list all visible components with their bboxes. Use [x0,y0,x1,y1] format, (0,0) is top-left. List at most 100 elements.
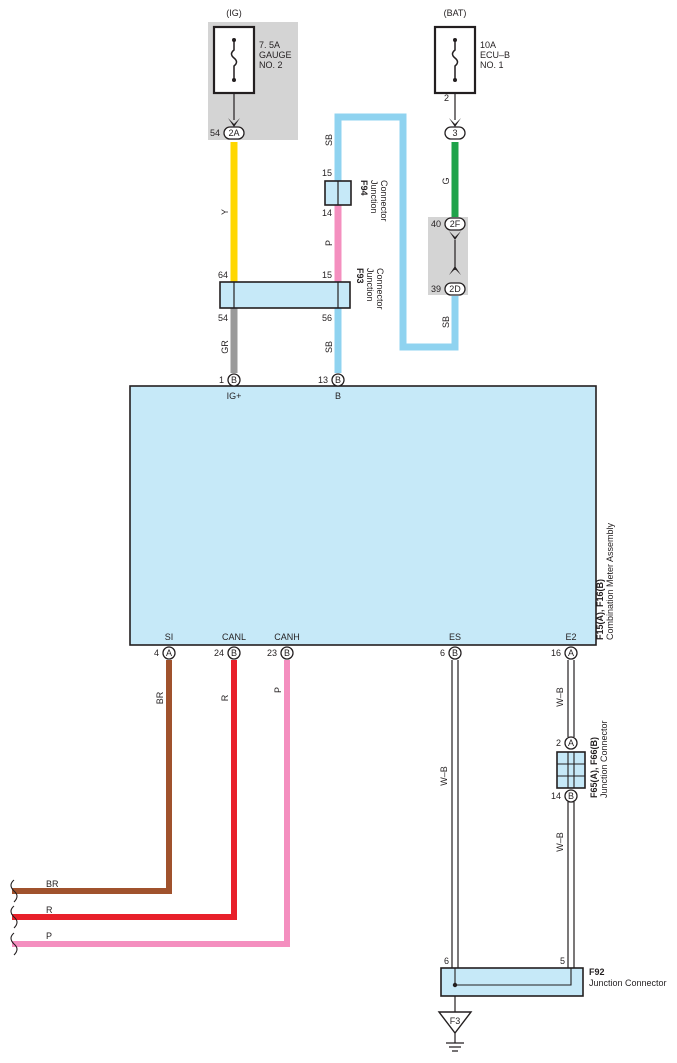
f94-code: F94 [359,180,369,196]
wire-y-label: Y [220,209,230,215]
f65-pin-bottom: 14 [551,791,561,801]
inline-connector-bottom-label: 2D [449,284,461,294]
fuse-bat-source: (BAT) [444,8,467,18]
wire-wb-e2-lower [567,802,575,968]
f65-conn-top: A [568,738,574,748]
fuse-bat-number: NO. 1 [480,60,504,70]
wire-wb-e2-lower-label: W–B [555,832,565,852]
f65-name: Junction Connector [599,720,609,798]
wire-r [12,660,237,920]
fuse-bat-pin: 2 [444,93,449,103]
ground-label: F3 [450,1016,461,1026]
wire-wb-e2-upper [567,660,575,737]
wire-br [12,660,172,894]
f94-pin-bottom: 14 [322,208,332,218]
wire-sb-loop [334,113,459,351]
meter-code: F15(A), F16(B) [595,579,605,640]
meter-bottom-pin-e2-num: 16 [551,648,561,658]
wire-sb-upper-label: SB [324,134,334,146]
wire-r-end-label: R [46,905,53,915]
fuse-ig [212,25,256,127]
wire-wb-es [451,660,459,968]
inline-connector [444,217,466,296]
meter-bottom-pin-es-term: ES [449,632,461,642]
wire-p [12,660,290,947]
svg-text:B: B [452,648,458,658]
svg-text:B: B [231,375,237,385]
inline-connector-bottom-pin: 39 [431,284,441,294]
connector-2a-label: 2A [228,128,239,138]
meter-bottom-pin-si-term: SI [165,632,174,642]
f93-name-line2: Connector [375,268,385,310]
svg-text:B: B [335,375,341,385]
f65-code: F65(A), F66(B) [589,737,599,798]
f93-pin-bottom-right: 56 [322,313,332,323]
f65-connector [556,736,586,803]
meter-bottom-pin-es: B [448,646,462,660]
f65-conn-bottom: B [568,791,574,801]
wire-wb-e2-upper-label: W–B [555,687,565,707]
connector-2a [223,126,245,140]
f92-code: F92 [589,967,605,977]
wire-p-mid-label: P [324,240,334,246]
f94-pin-top: 15 [322,168,332,178]
wire-p-end-label: P [46,931,52,941]
meter-top-pin-b: B [331,373,345,387]
fuse-ig-name: GAUGE [259,50,292,60]
f94-name-line2: Connector [379,180,389,222]
svg-text:A: A [166,648,172,658]
wire-r-label: R [220,694,230,701]
meter-bottom-pin-canh-term: CANH [274,632,300,642]
meter-bottom-pin-canh: B [280,646,294,660]
f92-pin-left: 6 [444,956,449,966]
wire-br-end-label: BR [46,879,59,889]
f93-connector [219,281,351,309]
svg-text:A: A [568,648,574,658]
wire-br-label: BR [155,691,165,704]
wire-break-symbols [10,879,18,956]
fuse-ig-number: NO. 2 [259,60,283,70]
connector-3-label: 3 [452,128,457,138]
wire-sb-lower-label: SB [324,341,334,353]
meter-bottom-pin-si-num: 4 [154,648,159,658]
wire-g-label: G [441,177,451,184]
meter-bottom-pin-e2-term: E2 [565,632,576,642]
meter-top-pin-ig-term: IG+ [227,391,242,401]
meter-top-pin-ig-num: 1 [219,375,224,385]
combination-meter-box [129,385,597,646]
f65-pin-top: 2 [556,738,561,748]
f92-connector [440,967,584,1012]
f93-code: F93 [355,268,365,284]
f94-name-line1: Junction [369,180,379,214]
svg-text:B: B [284,648,290,658]
connector-2a-pin: 54 [210,128,220,138]
meter-bottom-pin-canh-num: 23 [267,648,277,658]
meter-top-pin-b-num: 13 [318,375,328,385]
fuse-bat-rating: 10A [480,40,496,50]
wire-gr-label: GR [220,340,230,354]
meter-bottom-pin-es-num: 6 [440,648,445,658]
f93-pin-bottom-left: 54 [218,313,228,323]
f92-name: Junction Connector [589,978,667,988]
fuse-bat-name: ECU–B [480,50,510,60]
meter-bottom-pin-e2: A [564,646,578,660]
meter-bottom-pin-si: A [162,646,176,660]
fuse-ig-rating: 7. 5A [259,40,280,50]
f92-pin-right: 5 [560,956,565,966]
meter-name: Combination Meter Assembly [605,522,615,640]
fuse-bat [433,25,477,127]
f93-name-line1: Junction [365,268,375,302]
meter-bottom-pin-canl-term: CANL [222,632,246,642]
f93-pin-top-right: 15 [322,270,332,280]
ground-symbol [437,1011,473,1052]
svg-text:B: B [231,648,237,658]
inline-connector-top-label: 2F [450,219,461,229]
wire-sb-right-label: SB [441,316,451,328]
inline-connector-top-pin: 40 [431,219,441,229]
meter-top-pin-ig: B [227,373,241,387]
meter-top-pin-b-term: B [335,391,341,401]
connector-3 [444,126,466,140]
f94-connector [324,180,352,206]
wire-p-label: P [273,687,283,693]
